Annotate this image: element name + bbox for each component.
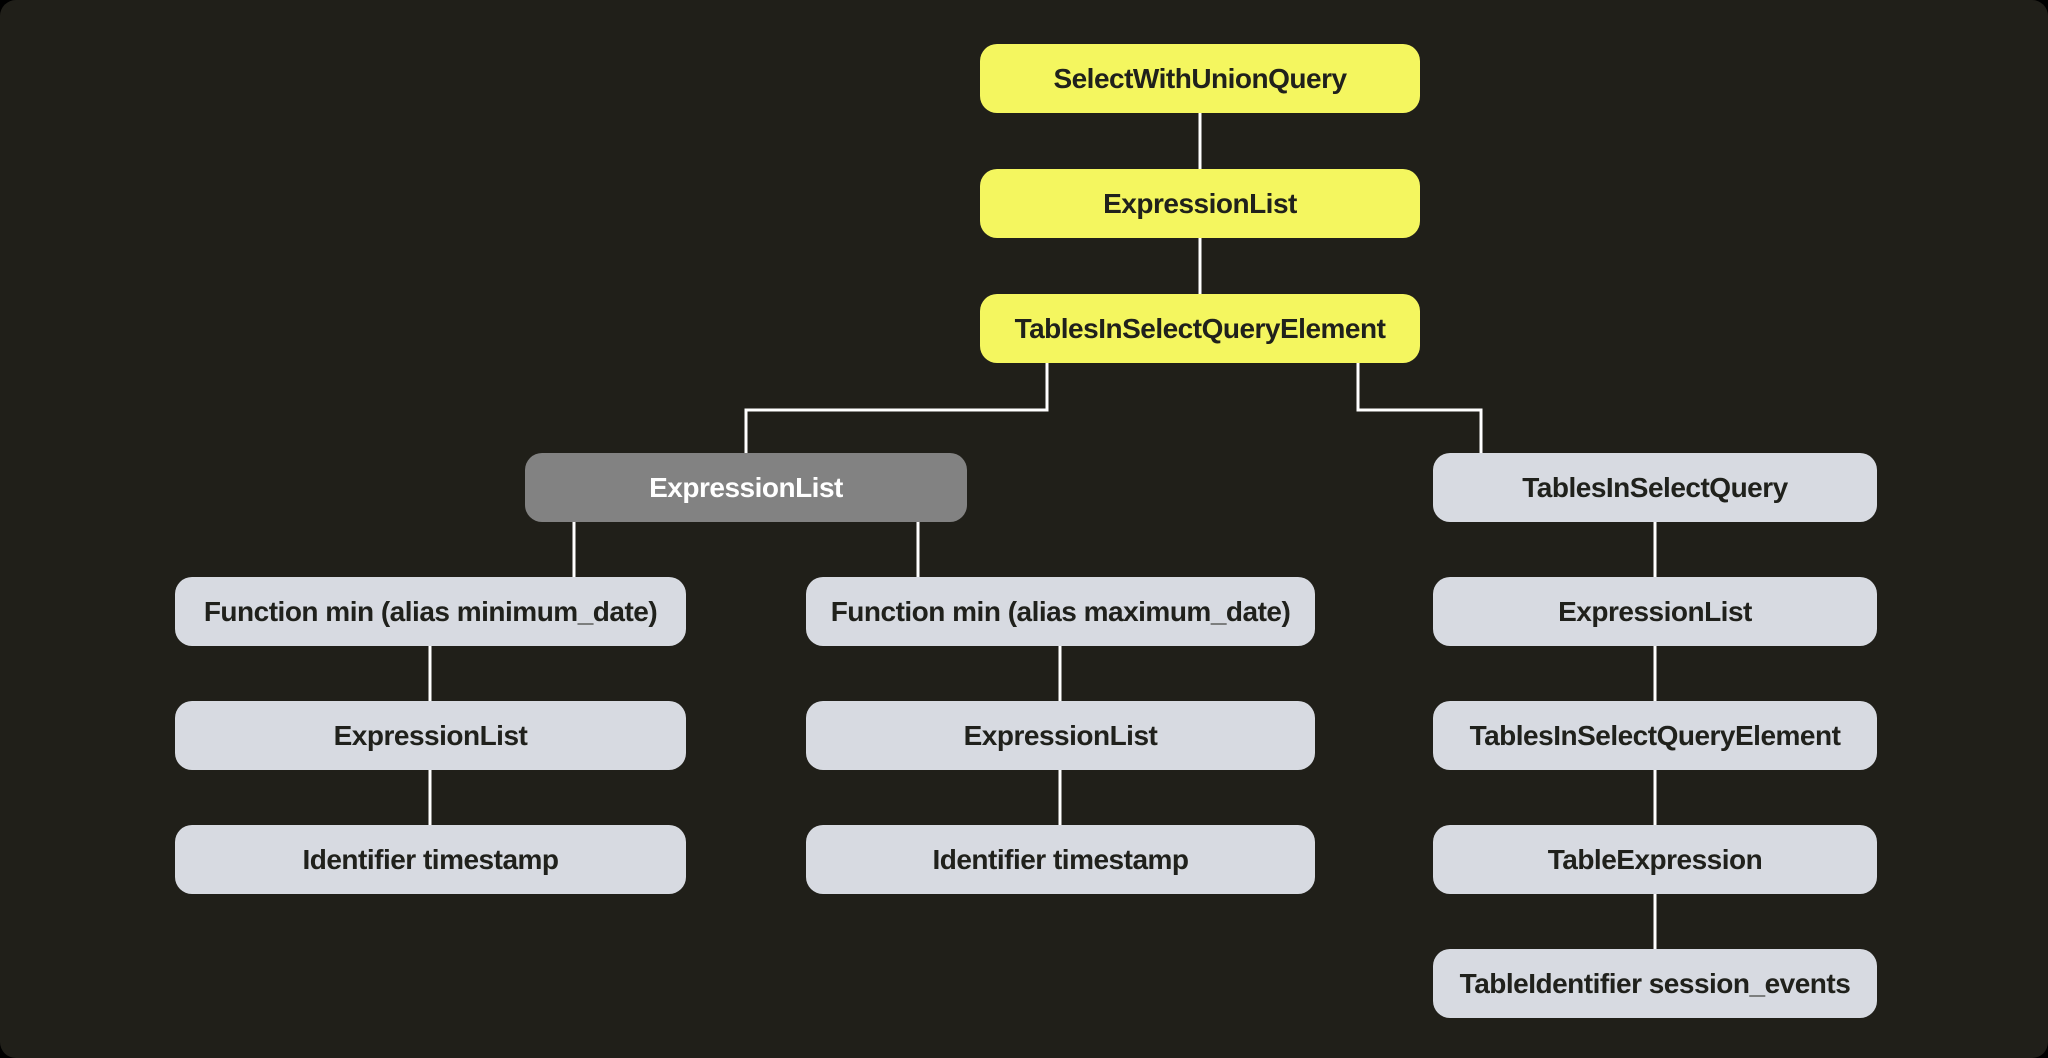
tree-node-n4[interactable]: ExpressionList <box>525 453 967 522</box>
tree-node-n11[interactable]: TablesInSelectQueryElement <box>1433 701 1877 770</box>
tree-node-n15[interactable]: TableIdentifier session_events <box>1433 949 1877 1018</box>
tree-node-n1[interactable]: SelectWithUnionQuery <box>980 44 1420 113</box>
edge-n3-n4 <box>744 363 1049 453</box>
tree-node-n13[interactable]: Identifier timestamp <box>806 825 1315 894</box>
tree-node-n3[interactable]: TablesInSelectQueryElement <box>980 294 1420 363</box>
tree-node-n7[interactable]: Function min (alias maximum_date) <box>806 577 1315 646</box>
tree-node-n14[interactable]: TableExpression <box>1433 825 1877 894</box>
tree-node-n9[interactable]: ExpressionList <box>175 701 686 770</box>
tree-node-n6[interactable]: Function min (alias minimum_date) <box>175 577 686 646</box>
tree-node-n8[interactable]: ExpressionList <box>1433 577 1877 646</box>
tree-node-n2[interactable]: ExpressionList <box>980 169 1420 238</box>
tree-node-n10[interactable]: ExpressionList <box>806 701 1315 770</box>
edge-n3-n5 <box>1356 363 1483 453</box>
tree-node-n5[interactable]: TablesInSelectQuery <box>1433 453 1877 522</box>
tree-node-n12[interactable]: Identifier timestamp <box>175 825 686 894</box>
